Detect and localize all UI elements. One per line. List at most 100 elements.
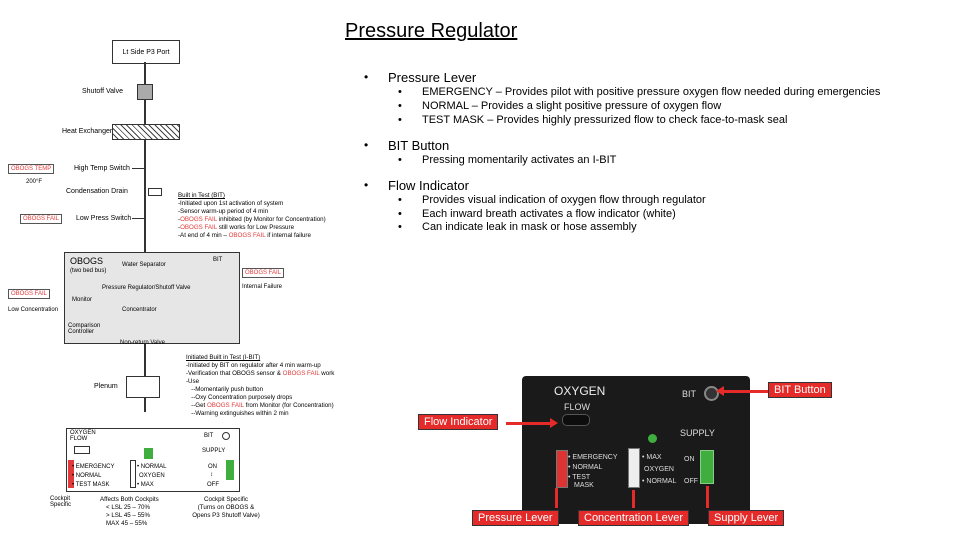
obogs-block bbox=[64, 252, 240, 344]
mini-bit-label: BIT bbox=[204, 433, 214, 439]
mini-supply-label: SUPPLY bbox=[202, 448, 226, 454]
lt-side-port-label: Lt Side P3 Port bbox=[122, 48, 170, 56]
supply-lever-arrow bbox=[706, 486, 709, 508]
sub-bullet-text: Provides visual indication of oxygen flo… bbox=[422, 193, 706, 206]
bit-label: BIT bbox=[213, 257, 223, 263]
sub-bullet: •EMERGENCY – Provides pilot with positiv… bbox=[398, 86, 881, 99]
photo-emergency: • EMERGENCY bbox=[568, 454, 618, 461]
photo-normal: • NORMAL bbox=[568, 464, 603, 471]
shutoff-valve-box bbox=[137, 84, 153, 100]
photo-test: • TEST bbox=[568, 474, 591, 481]
pressure-lever-arrow bbox=[555, 488, 558, 508]
sub-bullet: •TEST MASK – Provides highly pressurized… bbox=[398, 113, 788, 126]
sub-bullet-text: TEST MASK – Provides highly pressurized … bbox=[422, 113, 788, 126]
lt-side-port-box: Lt Side P3 Port bbox=[112, 40, 180, 64]
bit-note-line: -OBOGS FAIL inhibited (by Monitor for Co… bbox=[178, 216, 326, 224]
cockpit-specific-left: Cockpit Specific bbox=[50, 496, 72, 508]
bullet-pressure-lever: •Pressure Lever bbox=[364, 70, 477, 85]
photo-mask: MASK bbox=[574, 482, 594, 489]
obogs-label: OBOGS bbox=[70, 256, 104, 266]
bullet-heading: BIT Button bbox=[388, 137, 450, 153]
photo-flow-label: FLOW bbox=[564, 402, 590, 412]
sub-bullet: •Pressing momentarily activates an I-BIT bbox=[398, 153, 617, 166]
mini-normal: • NORMAL bbox=[72, 473, 102, 479]
ibit-note-line: --Momentarily push button bbox=[186, 386, 264, 394]
page-title: Pressure Regulator bbox=[345, 20, 518, 42]
max-range: MAX 45 – 55% bbox=[106, 520, 148, 528]
mini-arrow-icon: ↕ bbox=[210, 472, 213, 478]
mini-green-light bbox=[144, 448, 153, 459]
sub-bullet: •Provides visual indication of oxygen fl… bbox=[398, 193, 706, 206]
mini-red-lever bbox=[68, 460, 74, 488]
sub-bullet-text: Pressing momentarily activates an I-BIT bbox=[422, 153, 617, 166]
obogs-fail-warning-1: OBOGS FAIL bbox=[20, 214, 63, 224]
photo-flow-indicator[interactable] bbox=[562, 414, 590, 426]
bit-note-line: -At end of 4 min – OBOGS FAIL if interna… bbox=[178, 232, 311, 240]
turns-on-note: (Turns on OBOGS & Opens P3 Shutoff Valve… bbox=[192, 504, 260, 520]
mini-off: OFF bbox=[207, 482, 219, 488]
photo-concentration-lever[interactable] bbox=[628, 448, 640, 488]
concentrator-label: Concentrator bbox=[122, 307, 157, 313]
photo-oxygen-label: OXYGEN bbox=[554, 384, 606, 398]
regulator-panel-photo: OXYGEN FLOW BIT SUPPLY • EMERGENCY • NOR… bbox=[522, 376, 750, 524]
mini-regulator-panel bbox=[66, 428, 240, 492]
photo-supply-label: SUPPLY bbox=[680, 428, 715, 438]
sub-bullet: •Each inward breath activates a flow ind… bbox=[398, 207, 676, 220]
bit-note-line: -OBOGS FAIL still works for Low Pressure bbox=[178, 224, 295, 232]
mini-norm: • NORMAL bbox=[137, 464, 167, 470]
flow-indicator-arrowhead bbox=[550, 418, 558, 428]
photo-off: OFF bbox=[684, 478, 698, 485]
cockpit-specific-right: Cockpit Specific bbox=[203, 496, 249, 503]
mini-emergency: • EMERGENCY bbox=[72, 464, 115, 470]
mini-on: ON bbox=[208, 464, 217, 470]
condensation-drain-label: Condensation Drain bbox=[66, 188, 128, 195]
lsl-high: > LSL 45 – 55% bbox=[106, 512, 150, 520]
mini-flow-indicator bbox=[74, 446, 90, 454]
bit-note-heading: Built in Test (BIT) bbox=[178, 192, 225, 199]
mini-supply-lever bbox=[226, 460, 234, 480]
lsl-low: < LSL 25 – 70% bbox=[106, 504, 150, 512]
supply-lever-callout: Supply Lever bbox=[708, 510, 785, 526]
bit-note: Built in Test (BIT) -Initiated upon 1st … bbox=[178, 192, 326, 240]
bit-button-arrowhead bbox=[716, 386, 724, 396]
mini-oxygen-flow: OXYGEN FLOW bbox=[70, 430, 96, 442]
obogs-fail-warning-3: OBOGS FAIL bbox=[8, 289, 51, 299]
photo-oxygen2: OXYGEN bbox=[644, 466, 674, 473]
mini-max: • MAX bbox=[137, 482, 154, 488]
pressure-regulator-shutoff-label: Pressure Regulator/Shutoff Valve bbox=[102, 285, 191, 291]
ibit-note-line: --Oxy Concentration purposely drops bbox=[186, 394, 293, 402]
non-return-valve-label: Non-return Valve bbox=[120, 340, 165, 346]
cockpit-specific-right-note: Cockpit Specific (Turns on OBOGS & Opens… bbox=[190, 496, 262, 520]
ibit-note-line: -Initiated by BIT on regulator after 4 m… bbox=[186, 362, 321, 370]
ibit-note-line: --Get OBOGS FAIL from Monitor (for Conce… bbox=[186, 402, 334, 410]
concentration-lever-arrow bbox=[632, 490, 635, 508]
obogs-temp-warning: OBOGS TEMP bbox=[8, 164, 55, 174]
obogs-fail-warning-2: OBOGS FAIL bbox=[242, 268, 285, 278]
ibit-note-heading: Initiated Built in Test (I-BIT) bbox=[186, 354, 261, 361]
condensation-drain-box bbox=[148, 188, 162, 196]
monitor-label: Monitor bbox=[72, 297, 93, 303]
high-temp-switch-label: High Temp Switch bbox=[74, 165, 130, 172]
plenum-box bbox=[126, 376, 160, 398]
low-press-switch-label: Low Press Switch bbox=[76, 215, 132, 222]
heat-exchanger-box bbox=[112, 124, 180, 140]
affects-both-note: Affects Both Cockpits < LSL 25 – 70% > L… bbox=[100, 496, 159, 528]
bit-button-arrow bbox=[722, 390, 768, 393]
pressure-lever-callout: Pressure Lever bbox=[472, 510, 559, 526]
heat-exchanger-label: Heat Exchanger bbox=[62, 128, 113, 135]
photo-on: ON bbox=[684, 456, 695, 463]
mini-bit-button bbox=[222, 432, 230, 440]
mini-concentration-lever bbox=[130, 460, 136, 488]
temp-value: 200°F bbox=[26, 179, 43, 185]
bullet-bit-button: •BIT Button bbox=[364, 137, 450, 153]
low-concentration-label: Low Concentration bbox=[8, 307, 59, 313]
comparison-controller-label: Comparison Controller bbox=[68, 323, 101, 335]
photo-bit-label: BIT bbox=[682, 389, 697, 399]
photo-pressure-lever[interactable] bbox=[556, 450, 568, 488]
photo-supply-lever[interactable] bbox=[700, 450, 714, 484]
plenum-label: Plenum bbox=[94, 383, 118, 390]
affects-both-label: Affects Both Cockpits bbox=[100, 496, 159, 503]
internal-failure-label: Internal Failure bbox=[242, 284, 283, 290]
bullet-flow-indicator: •Flow Indicator bbox=[364, 177, 469, 193]
sub-bullet-text: Each inward breath activates a flow indi… bbox=[422, 207, 676, 220]
